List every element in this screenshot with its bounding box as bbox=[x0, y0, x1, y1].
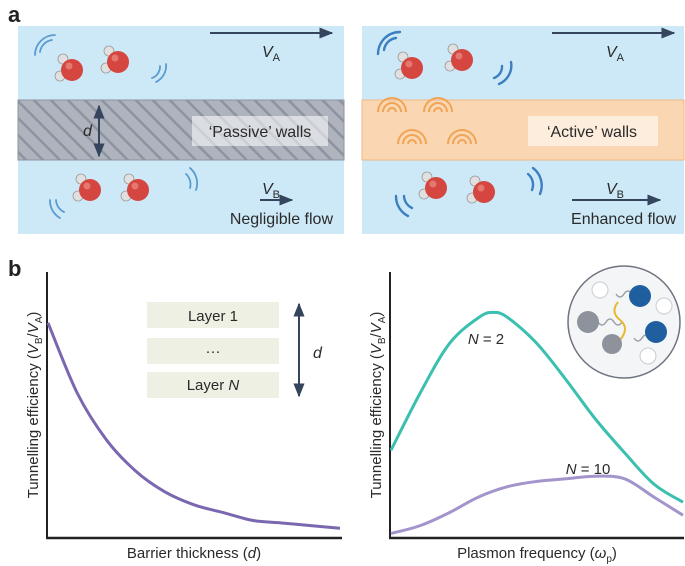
x-label-right: Plasmon frequency (ωp) bbox=[457, 545, 617, 565]
inset-atom bbox=[602, 334, 622, 354]
curve-barrier bbox=[46, 322, 341, 530]
inset-bond bbox=[613, 301, 626, 341]
label-n-10: N = 10 bbox=[566, 461, 611, 478]
inset-atom bbox=[655, 297, 673, 315]
thickness-label: d bbox=[83, 123, 93, 140]
va-label-left: VA bbox=[262, 44, 281, 64]
enhanced-flow-label: Enhanced flow bbox=[571, 211, 676, 228]
curve-n-2 bbox=[389, 310, 684, 504]
label-n-2: N = 2 bbox=[468, 331, 504, 348]
inset-atom bbox=[577, 311, 599, 333]
y-label-left: Tunnelling efficiency (VB/VA) bbox=[25, 312, 45, 499]
active-wall-label-bg bbox=[528, 116, 658, 146]
layer-n-label: Layer N bbox=[187, 377, 240, 394]
vb-label-left: VB bbox=[262, 181, 280, 201]
inset-atom bbox=[639, 347, 657, 365]
stack-thickness-label: d bbox=[313, 345, 323, 362]
x-label-left: Barrier thickness (d) bbox=[127, 545, 261, 562]
chart-left: Tunnelling efficiency (VB/VA) Barrier th… bbox=[25, 272, 342, 562]
molecular-inset bbox=[567, 265, 681, 379]
layer-ellipsis-label: ··· bbox=[206, 343, 221, 360]
inset-atom bbox=[645, 321, 667, 343]
vibration-arcs-right bbox=[376, 30, 543, 218]
active-wall-label: ‘Active’ walls bbox=[547, 124, 637, 141]
panel-b-letter: b bbox=[8, 256, 21, 281]
curve-n-10 bbox=[390, 474, 684, 535]
va-label-right: VA bbox=[606, 44, 625, 64]
vibration-arcs-left bbox=[34, 34, 199, 219]
vb-label-right: VB bbox=[606, 181, 624, 201]
layer-box bbox=[147, 338, 279, 364]
passive-wall-label: ‘Passive’ walls bbox=[209, 124, 312, 141]
layer-box bbox=[147, 302, 279, 328]
inset-atom bbox=[629, 285, 651, 307]
negligible-flow-label: Negligible flow bbox=[230, 211, 334, 228]
y-label-right: Tunnelling efficiency (VB/VA) bbox=[368, 312, 388, 499]
inset-atom bbox=[591, 281, 609, 299]
layer-box bbox=[147, 372, 279, 398]
passive-channel: ‘Passive’ walls d VA VB Negligible flow bbox=[17, 26, 345, 234]
active-channel: ‘Active’ walls VA VB Enhanced flow bbox=[361, 26, 685, 234]
chart-right: Tunnelling efficiency (VB/VA) Plasmon fr… bbox=[368, 265, 684, 565]
plasmon-arcs bbox=[377, 97, 477, 145]
panel-a-letter: a bbox=[8, 2, 21, 27]
layer-1-label: Layer 1 bbox=[188, 308, 238, 325]
passive-wall-label-bg bbox=[192, 116, 328, 146]
